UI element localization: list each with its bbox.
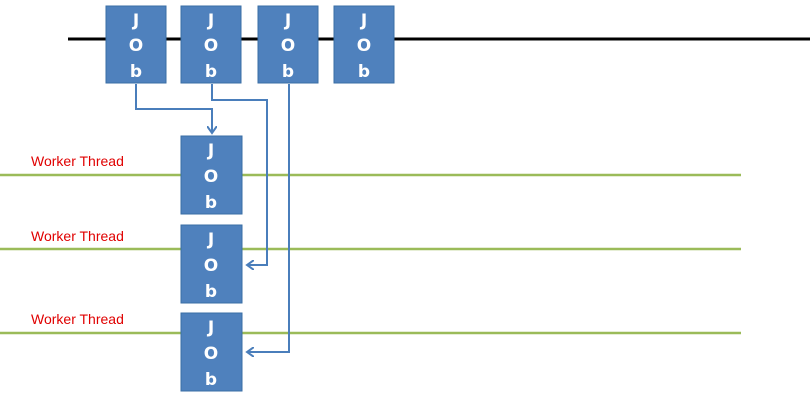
job-letter-b: b [358, 62, 370, 82]
job-letter-o: O [357, 36, 371, 56]
queued-job-2: J O b [180, 5, 242, 84]
dispatch-arrow-3 [248, 84, 290, 352]
job-letter-o: O [129, 36, 143, 56]
job-letter-j: J [360, 11, 367, 31]
job-letter-o: O [204, 344, 218, 364]
job-letter-j: J [284, 11, 291, 31]
job-letter-b: b [205, 62, 217, 82]
job-letter-o: O [281, 36, 295, 56]
worker-job-3: J O b [180, 312, 243, 392]
queued-job-4: J O b [333, 5, 395, 84]
job-letter-b: b [130, 62, 142, 82]
worker-job-2: J O b [180, 224, 243, 304]
dispatch-arrow-1 [135, 84, 212, 132]
worker-thread-label-2: Worker Thread [31, 228, 124, 244]
worker-thread-label-1: Worker Thread [31, 153, 124, 169]
job-letter-b: b [205, 193, 217, 213]
job-letter-j: J [207, 230, 214, 250]
worker-thread-label-3: Worker Thread [31, 311, 124, 327]
job-letter-b: b [205, 282, 217, 302]
job-letter-b: b [205, 370, 217, 390]
job-letter-j: J [207, 318, 214, 338]
dispatch-arrow-2 [211, 84, 268, 265]
queued-job-1: J O b [105, 5, 167, 84]
job-letter-j: J [207, 11, 214, 31]
queued-job-3: J O b [257, 5, 319, 84]
job-letter-o: O [204, 167, 218, 187]
job-letter-o: O [204, 36, 218, 56]
job-letter-j: J [207, 141, 214, 161]
worker-job-1: J O b [180, 135, 243, 215]
job-letter-o: O [204, 256, 218, 276]
job-letter-b: b [282, 62, 294, 82]
job-letter-j: J [132, 11, 139, 31]
